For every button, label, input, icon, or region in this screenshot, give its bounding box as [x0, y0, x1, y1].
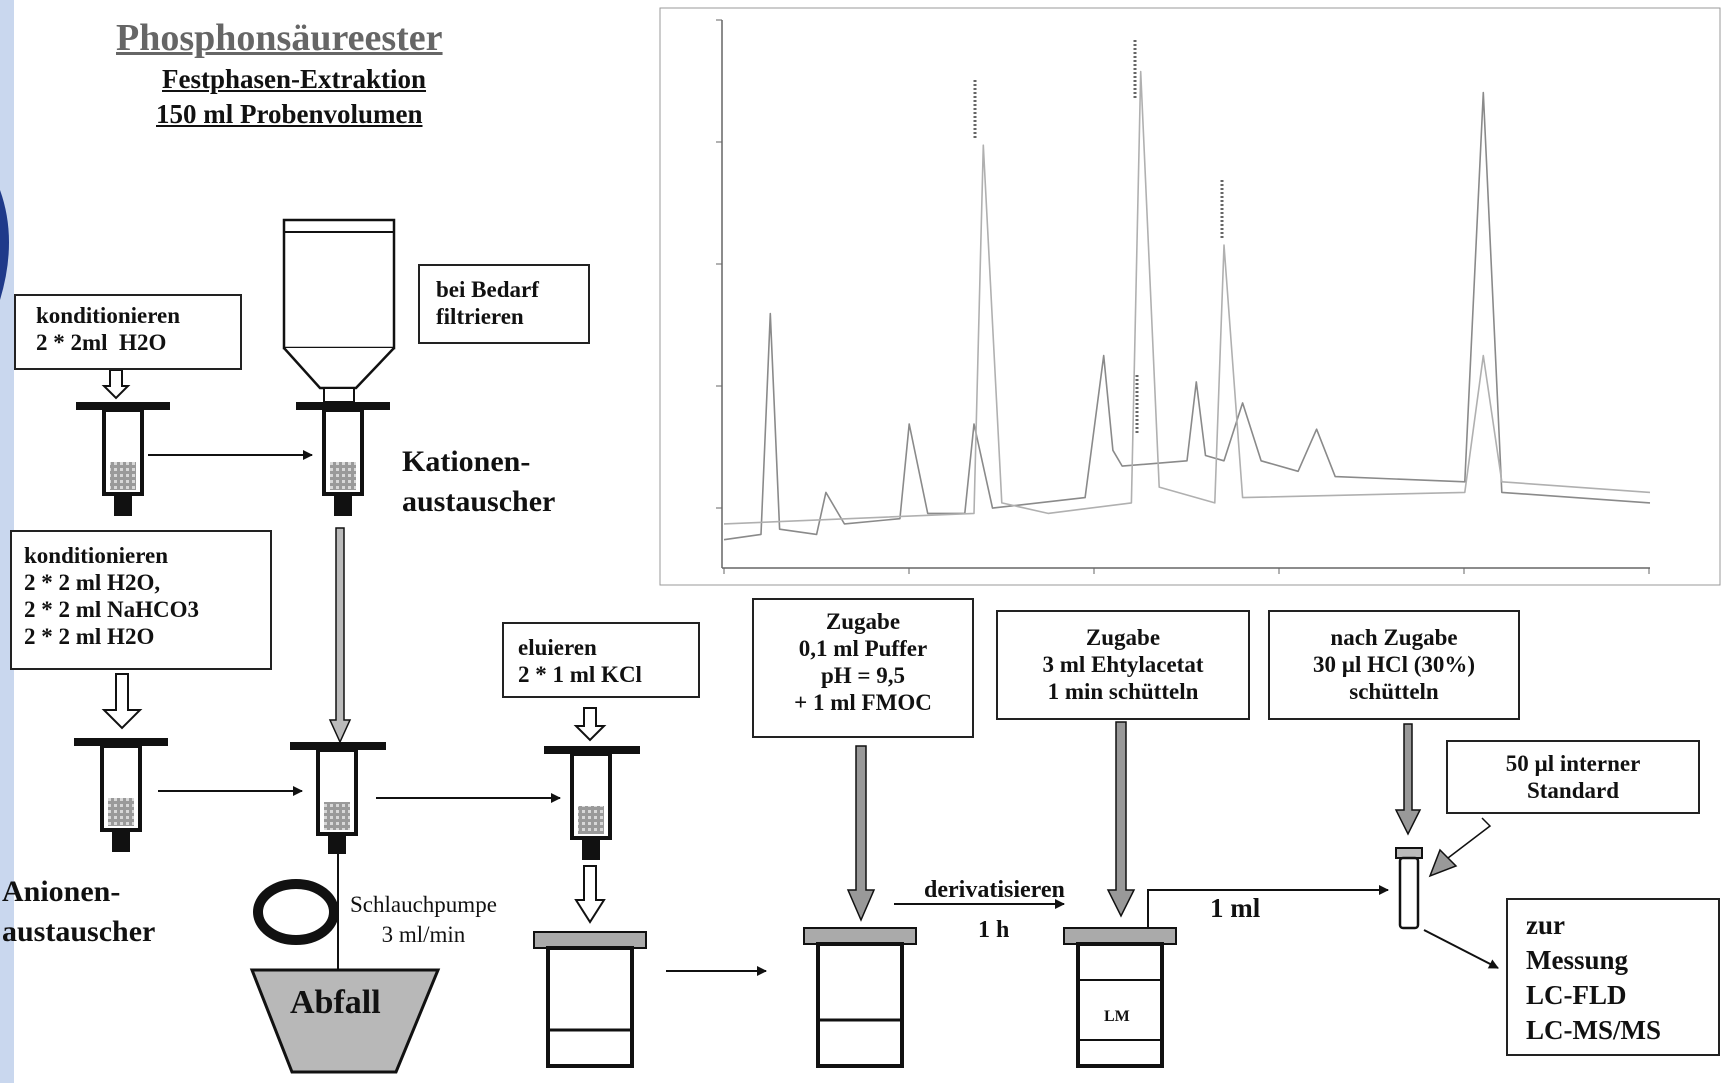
arrow-ethyl-down	[1106, 721, 1136, 918]
cartridge-elute	[544, 746, 640, 860]
arrow-elute-down	[573, 707, 607, 742]
chromatogram-traces	[723, 70, 1651, 541]
label-transfer-volume: 1 ml	[1210, 893, 1261, 923]
label-waste: Abfall	[290, 984, 381, 1021]
arrow-buffer-down	[846, 745, 876, 922]
waste-container	[249, 968, 441, 1074]
box-elute: eluieren 2 * 1 ml KCl	[502, 622, 700, 698]
subtitle-spe: Festphasen-Extraktion	[162, 64, 427, 94]
vial-1	[533, 931, 647, 1068]
arrow-to-vial1	[574, 865, 606, 924]
label-solvent: LM	[1104, 1008, 1130, 1025]
chromatogram-trace-2	[723, 70, 1651, 525]
pump-roller	[253, 879, 339, 945]
box-hcl: nach Zugabe 30 µl HCl (30%) schütteln	[1268, 610, 1520, 720]
sample-tube	[1395, 847, 1423, 930]
vial-2	[803, 927, 917, 1068]
box-ethylacetate: Zugabe 3 ml Ehtylacetat 1 min schütteln	[996, 610, 1250, 720]
label-duration: 1 h	[978, 917, 1010, 943]
filter-funnel	[282, 218, 396, 403]
box-buffer: Zugabe 0,1 ml Puffer pH = 9,5 + 1 ml FMO…	[752, 598, 974, 738]
chromatogram-trace-1	[723, 91, 1651, 541]
box-conditioning-cation: konditionieren 2 * 2ml H2O	[14, 294, 242, 370]
arrow-1ml	[1147, 885, 1389, 1063]
cartridge-cation	[296, 402, 390, 516]
page-title: Phosphonsäureester	[116, 17, 443, 59]
arrow-to-measure	[1423, 929, 1499, 969]
cartridge-combined	[290, 742, 386, 854]
peak-annotations	[973, 40, 1224, 435]
box-conditioning-anion: konditionieren 2 * 2 ml H2O, 2 * 2 ml Na…	[10, 530, 272, 670]
subtitle-volume: 150 ml Probenvolumen	[156, 99, 423, 129]
label-anion-exchanger: Anionen- austauscher	[2, 875, 156, 948]
cartridge-cond1	[76, 402, 170, 516]
axis-ticks	[716, 19, 1650, 574]
chromatogram	[659, 7, 1721, 586]
box-filter: bei Bedarf filtrieren	[418, 264, 590, 344]
arrow-cond1-down	[101, 369, 131, 400]
left-blue-accent	[0, 190, 9, 300]
box-measurement: zur Messung LC-FLD LC-MS/MS	[1506, 898, 1720, 1056]
arrow-cond2-down	[101, 673, 143, 730]
cartridge-anion	[74, 738, 168, 852]
arrow-hcl-down	[1394, 723, 1422, 836]
label-derivatize: derivatisieren	[924, 877, 1065, 903]
vial-3	[1063, 927, 1177, 1068]
label-pump: Schlauchpumpe 3 ml/min	[350, 892, 497, 947]
box-internal-standard: 50 µl interner Standard	[1446, 740, 1700, 814]
arrow-internal-std	[1428, 817, 1492, 878]
arrow-cation-down	[328, 527, 352, 744]
label-cation-exchanger: Kationen- austauscher	[402, 445, 556, 518]
